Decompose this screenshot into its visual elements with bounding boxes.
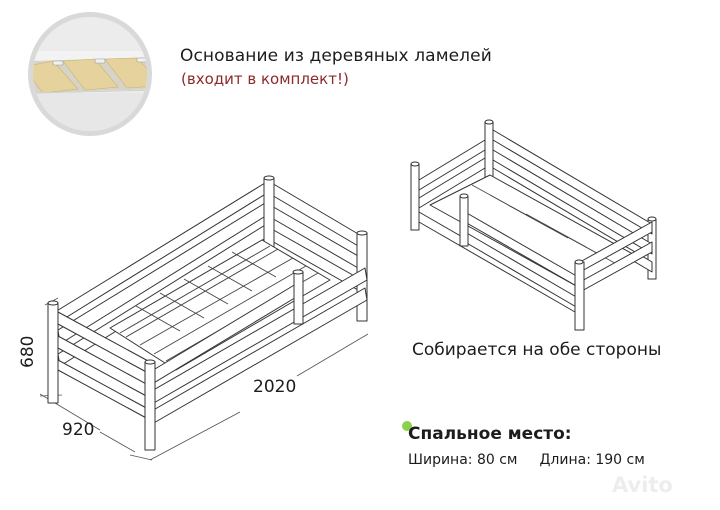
accent-dot-icon	[402, 421, 412, 431]
width-dimension: 920	[62, 420, 95, 440]
avito-watermark: Avito	[612, 473, 673, 497]
bed-mirrored-icon	[410, 119, 657, 331]
length-dimension: 2020	[253, 377, 297, 397]
included-note: (входит в комплект!)	[181, 70, 349, 88]
slats-title: Основание из деревяных ламелей	[180, 46, 492, 66]
sleeping-area-title: Спальное место:	[408, 424, 572, 444]
height-dimension: 680	[18, 335, 38, 368]
wooden-slats-closeup-icon	[33, 17, 147, 131]
slat-closeup-image	[28, 12, 152, 136]
sleeping-width: Ширина: 80 см	[408, 452, 518, 468]
sleeping-length: Длина: 190 см	[539, 452, 645, 468]
sleeping-area-dimensions: Ширина: 80 см Длина: 190 см	[408, 452, 645, 468]
reversible-caption: Собирается на обе стороны	[412, 340, 662, 360]
